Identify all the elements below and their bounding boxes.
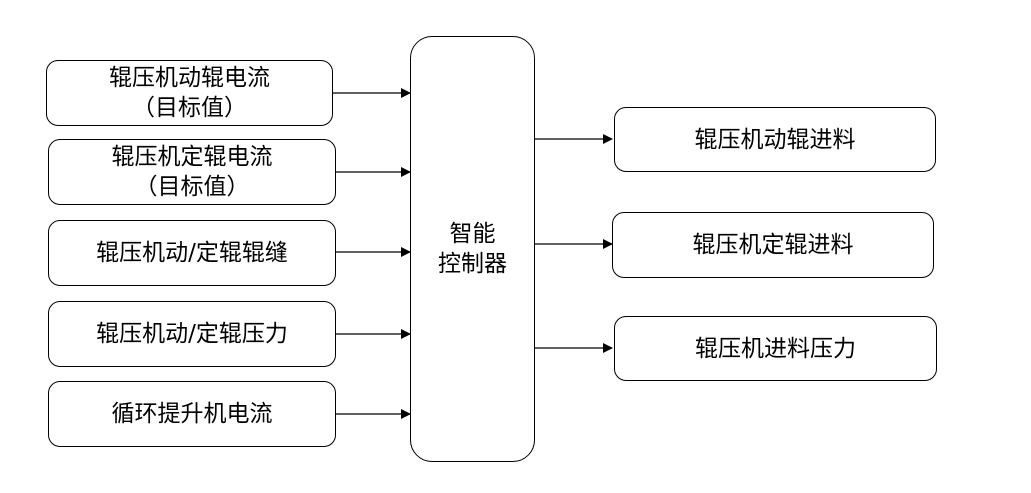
output-box-2-label: 辊压机定辊进料	[692, 232, 854, 258]
input-box-2: 辊压机定辊电流 （目标值）	[48, 139, 336, 205]
input-box-4-line1: 辊压机动/定辊压力	[96, 321, 288, 347]
controller-line1: 智能	[449, 221, 496, 247]
output-box-2: 辊压机定辊进料	[612, 212, 934, 278]
intelligent-controller-box: 智能 控制器	[410, 36, 535, 462]
input-box-5: 循环提升机电流	[48, 381, 336, 447]
input-box-3-line1: 辊压机动/定辊辊缝	[96, 240, 288, 266]
input-box-2-line2: （目标值）	[134, 174, 250, 200]
input-box-4: 辊压机动/定辊压力	[48, 301, 336, 367]
controller-line2: 控制器	[438, 251, 507, 277]
output-box-3-label: 辊压机进料压力	[695, 335, 856, 362]
output-box-1: 辊压机动辊进料	[614, 107, 936, 172]
input-box-1-line2: （目标值）	[132, 95, 247, 121]
input-box-3: 辊压机动/定辊辊缝	[48, 220, 336, 286]
output-box-3: 辊压机进料压力	[614, 316, 937, 381]
input-box-5-line1: 循环提升机电流	[111, 401, 273, 427]
input-box-1: 辊压机动辊电流 （目标值）	[46, 60, 333, 126]
output-box-1-label: 辊压机动辊进料	[694, 126, 856, 153]
input-box-2-line1: 辊压机定辊电流	[111, 144, 273, 170]
input-box-1-line1: 辊压机动辊电流	[109, 65, 270, 91]
